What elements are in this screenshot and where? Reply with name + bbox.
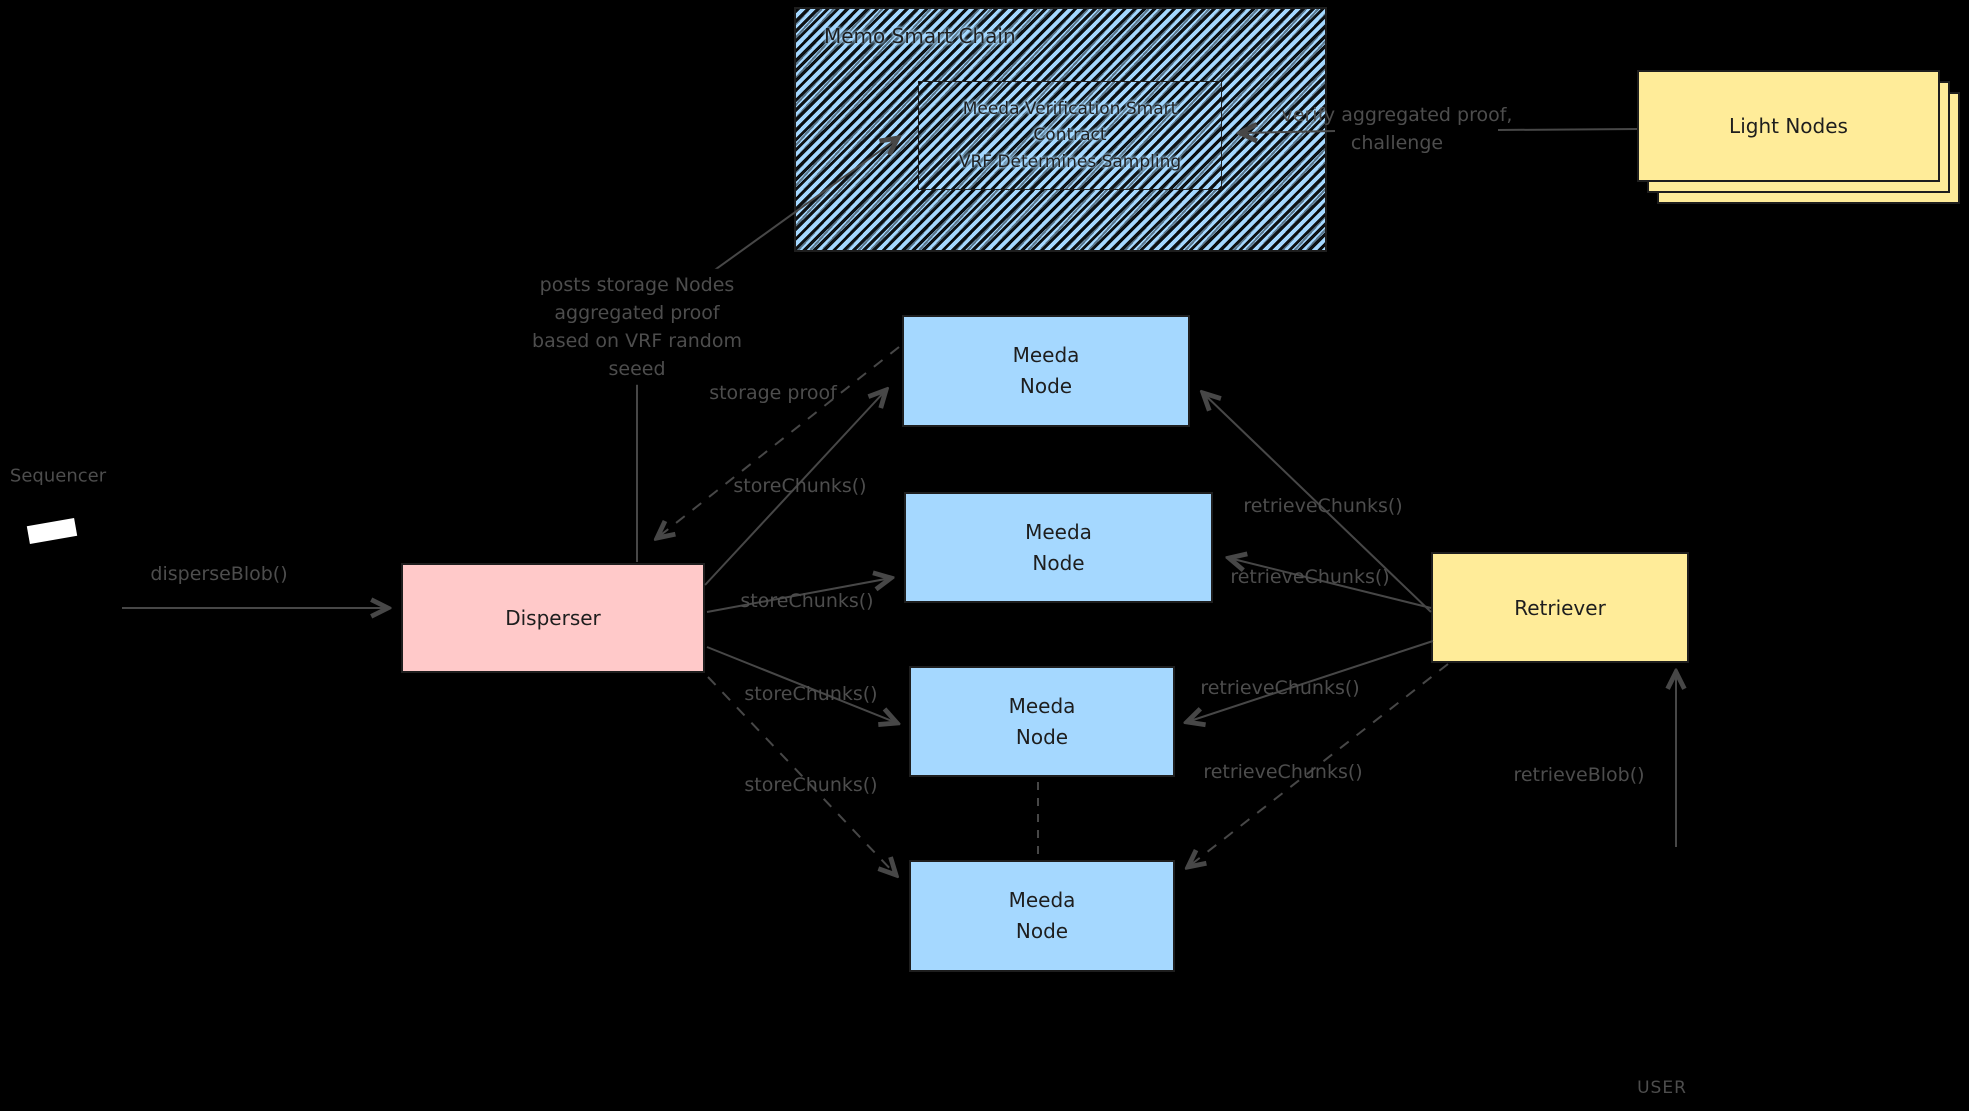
label-retrieve-chunks-3: retrieveChunks(): [1200, 677, 1360, 699]
meeda-node-box-4: Meeda Node: [909, 860, 1175, 972]
disperser-box: Disperser: [401, 563, 705, 673]
verify-line-2: challenge: [1350, 132, 1444, 154]
contract-line-2: Contract: [1033, 125, 1107, 146]
meeda-node-3-line-1: Meeda: [1008, 693, 1076, 718]
meeda-node-box-1: Meeda Node: [902, 315, 1190, 427]
verification-contract-box: Meeda Verification Smart Contract VRF De…: [918, 81, 1222, 190]
meeda-node-4-line-1: Meeda: [1008, 888, 1076, 912]
meeda-node-4-line-2: Node: [1015, 919, 1069, 943]
label-storage-proof: storage proof: [709, 382, 837, 404]
disperser-label: Disperser: [505, 606, 601, 630]
retriever-label: Retriever: [1514, 595, 1606, 620]
posts-proof-line-1: posts storage Nodes: [539, 273, 735, 296]
light-nodes-stack: Light Nodes: [1637, 70, 1962, 206]
meeda-node-2-line-1: Meeda: [1025, 519, 1092, 544]
edge-retrieve-chunks-2: [1229, 558, 1432, 609]
edge-storage-proof: [657, 346, 900, 538]
meeda-node-2-line-2: Node: [1032, 550, 1085, 575]
contract-line-3: VRF Determines Sampling: [958, 151, 1182, 172]
meeda-node-1-line-1: Meeda: [1012, 343, 1080, 367]
meeda-node-box-3: Meeda Node: [909, 666, 1175, 777]
retriever-box: Retriever: [1431, 552, 1689, 663]
edge-retrieve-chunks-1: [1203, 393, 1432, 613]
edge-store-chunks-1: [704, 390, 886, 586]
label-retrieve-chunks-1: retrieveChunks(): [1243, 495, 1403, 517]
sequencer-label: Sequencer: [9, 465, 107, 487]
label-retrieve-blob: retrieveBlob(): [1513, 764, 1645, 786]
edge-store-chunks-4: [707, 676, 896, 875]
light-nodes-card-front: Light Nodes: [1637, 70, 1940, 182]
label-disperse-blob: disperseBlob(): [150, 563, 288, 585]
user-label: USER: [1637, 1078, 1687, 1098]
label-store-chunks-1: storeChunks(): [733, 475, 867, 497]
label-store-chunks-3: storeChunks(): [744, 683, 878, 705]
label-retrieve-chunks-2: retrieveChunks(): [1230, 566, 1390, 588]
edge-verify-left: [1240, 131, 1336, 133]
label-posts-proof: posts storage Nodes aggregated proof bas…: [526, 268, 748, 386]
posts-proof-line-2: aggregated proof: [554, 301, 720, 324]
edge-store-chunks-2: [706, 578, 891, 613]
posts-proof-line-4: seeed: [608, 358, 666, 381]
edge-retrieve-chunks-4: [1188, 663, 1449, 867]
edge-store-chunks-3: [706, 646, 897, 723]
posts-proof-line-3: based on VRF random: [532, 330, 742, 352]
meeda-node-1-line-2: Node: [1019, 374, 1073, 398]
verify-line-1: verify aggregated proof,: [1281, 103, 1513, 126]
label-store-chunks-2: storeChunks(): [740, 590, 874, 612]
meeda-node-3-line-2: Node: [1015, 724, 1069, 749]
label-verify: verify aggregated proof, challenge: [1282, 101, 1513, 157]
edge-verify-right: [1497, 128, 1638, 131]
meeda-node-box-2: Meeda Node: [904, 492, 1213, 603]
light-nodes-label: Light Nodes: [1729, 114, 1848, 138]
label-retrieve-chunks-4: retrieveChunks(): [1203, 761, 1363, 783]
contract-line-1: Meeda Verification Smart: [962, 98, 1178, 119]
memo-smart-chain-title: Memo Smart Chain: [824, 24, 1016, 48]
label-store-chunks-4: storeChunks(): [744, 774, 878, 796]
edge-retrieve-chunks-3: [1187, 640, 1434, 722]
